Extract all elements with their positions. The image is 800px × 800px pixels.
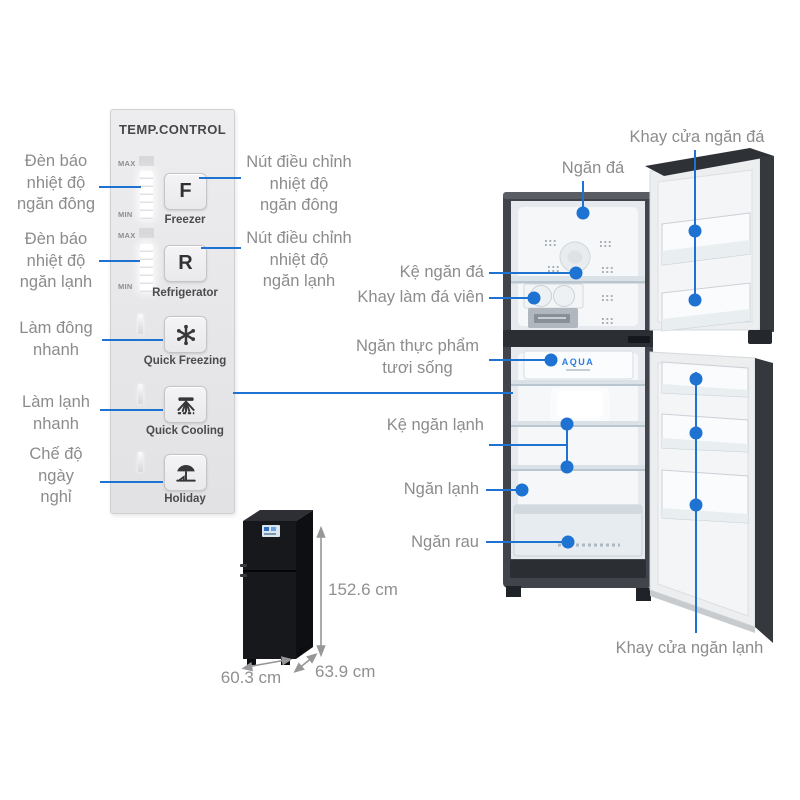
callout-dot [544, 353, 558, 367]
callout-fridge-temp-light: Đèn báo nhiệt độ ngăn lạnh [19, 230, 93, 291]
callout-freezer-door-tray: Khay cửa ngăn đá [629, 128, 765, 146]
freezer-door [645, 148, 774, 344]
callout-line [489, 272, 577, 274]
callout-dot [560, 460, 574, 474]
callout-dot [560, 417, 574, 431]
holiday-caption: Holiday [164, 493, 206, 505]
quick-cooling-caption: Quick Cooling [146, 425, 224, 437]
freezer-temp-led [140, 171, 153, 219]
quick-freezing-button [164, 316, 207, 353]
arrowhead-up [316, 525, 326, 538]
callout-line [486, 489, 522, 491]
vegetable-drawer [513, 504, 643, 557]
led-dim-segment [139, 228, 154, 238]
freezer-button-key: F [179, 180, 192, 202]
freezer-compartment [511, 201, 645, 330]
callout-line [100, 409, 163, 411]
callout-fridge-door-tray: Khay cửa ngăn lạnh [615, 639, 764, 657]
open-refrigerator: AQUA [503, 148, 774, 643]
dimension-arrows [241, 525, 326, 673]
callout-fresh-food: Ngăn thực phẩm tươi sống [356, 337, 479, 377]
callout-dot [689, 498, 703, 512]
callout-fridge-compartment: Ngăn lạnh [403, 480, 479, 498]
callout-line [486, 541, 569, 543]
quick-freezing-caption: Quick Freezing [143, 355, 227, 367]
callout-line [199, 177, 241, 179]
callout-dot [576, 206, 590, 220]
led-dim-segment [139, 156, 154, 166]
callout-vegetable-drawer: Ngăn rau [411, 533, 479, 551]
dimension-width: 60.3 cm [220, 668, 282, 687]
arrowhead-down [316, 645, 326, 658]
brand-logo: AQUA [562, 357, 595, 367]
arrowhead-right [281, 656, 293, 666]
callout-line [100, 481, 163, 483]
callout-line [489, 359, 552, 361]
callout-line [582, 181, 584, 214]
ice-cube-maker [523, 283, 584, 328]
callout-freezer-temp-button: Nút điều chỉnh nhiệt độ ngăn đông [246, 153, 352, 214]
mode-led [138, 384, 143, 404]
callout-dot [689, 426, 703, 440]
max-label: MAX [118, 231, 136, 240]
door-handle [240, 564, 247, 567]
snowflake-icon [176, 324, 195, 345]
mode-led [138, 314, 143, 334]
callout-freezer-shelf: Kệ ngăn đá [399, 263, 484, 281]
callout-dot [569, 266, 583, 280]
callout-dot [561, 535, 575, 549]
callout-quick-cool: Làm lạnh nhanh [22, 393, 90, 433]
panel-title: TEMP.CONTROL [118, 122, 227, 137]
callout-fridge-shelf: Kệ ngăn lạnh [386, 416, 484, 434]
arrowhead-depth-near [293, 662, 305, 673]
callout-freezer-compartment: Ngăn đá [561, 159, 625, 177]
arrowhead-depth-far [306, 653, 318, 664]
holiday-button [164, 454, 207, 491]
refrigerator-button-key: R [178, 252, 193, 274]
min-label: MIN [118, 282, 133, 291]
callout-dot [688, 224, 702, 238]
door-handle [240, 574, 247, 577]
mode-led [138, 452, 143, 472]
callout-line [99, 260, 140, 262]
refrigerator-button: R [164, 245, 207, 282]
max-label: MAX [118, 159, 136, 168]
freezer-caption: Freezer [164, 214, 206, 226]
min-label: MIN [118, 210, 133, 219]
refrigerator-caption: Refrigerator [152, 287, 218, 299]
temp-control-panel: TEMP.CONTROL MAX MIN F Freezer MAX MIN R… [110, 109, 235, 514]
vent-holes [545, 240, 613, 324]
fridge-door [649, 351, 773, 643]
fan-icon [176, 396, 195, 414]
callout-line [102, 339, 163, 341]
callout-line [566, 423, 568, 468]
quick-cooling-button [164, 386, 207, 423]
callout-dot [688, 293, 702, 307]
callout-holiday-mode: Chế độ ngày nghỉ [29, 445, 83, 506]
fridge-temp-led [140, 244, 153, 292]
callout-dot [527, 291, 541, 305]
beach-umbrella-icon [175, 464, 196, 482]
fresh-food-compartment: AQUA [511, 347, 645, 559]
dimension-depth: 63.9 cm [315, 662, 376, 681]
callout-line [489, 297, 535, 299]
callout-dot [689, 372, 703, 386]
callout-freezer-temp-light: Đèn báo nhiệt độ ngăn đông [17, 152, 95, 213]
aqua-cooling-panel: AQUA [523, 350, 634, 380]
callout-dot [515, 483, 529, 497]
freezer-button: F [164, 173, 207, 210]
callout-line [201, 247, 241, 249]
callout-line [99, 186, 141, 188]
dimension-height: 152.6 cm [328, 580, 398, 599]
arrowhead-left [241, 662, 253, 672]
callout-quick-freeze: Làm đông nhanh [19, 319, 93, 359]
callout-ice-cube-tray: Khay làm đá viên [357, 288, 484, 306]
panel-location-line [233, 392, 513, 394]
closed-refrigerator [240, 510, 313, 665]
callout-line [489, 444, 567, 446]
callout-fridge-temp-button: Nút điều chỉnh nhiệt độ ngăn lạnh [246, 229, 352, 290]
door-display [262, 525, 280, 537]
